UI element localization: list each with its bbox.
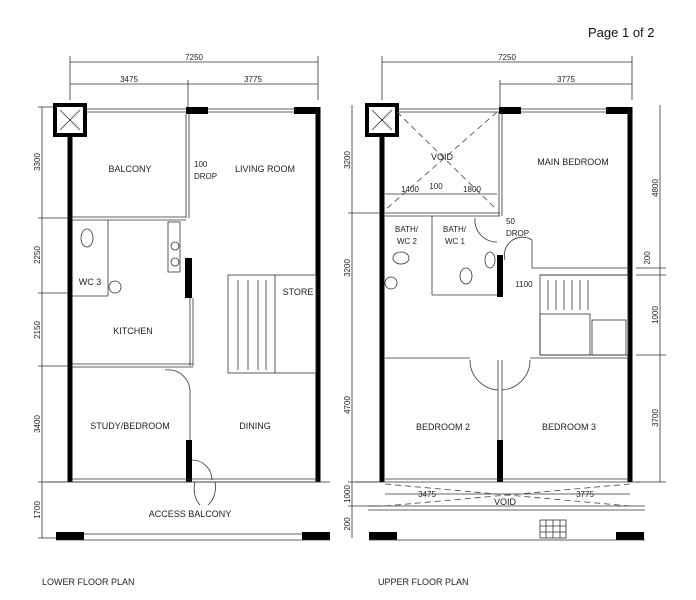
room-bath2-line1: BATH/ [395,225,419,234]
dim-left-3: 4700 [343,396,352,414]
lower-top-dimensions: 7250 3475 3775 [69,53,319,108]
void-dim-3: 1800 [463,185,481,194]
dim-left-2: 2250 [33,246,42,264]
staircase [539,274,629,356]
room-void-top: VOID [431,152,454,162]
lower-floor-plan: 7250 3475 3775 3300 2250 2150 3400 1700 [33,53,330,587]
drop-value: 100 [194,160,208,169]
dim-left: 3475 [120,75,138,84]
room-kitchen: KITCHEN [113,326,153,336]
room-bath1-line1: BATH/ [443,225,467,234]
upper-floor-plan: 7250 3775 3200 3200 4700 1000 200 4800 2… [343,53,666,587]
dim-bottom-right: 3775 [576,490,594,499]
room-main-bedroom: MAIN BEDROOM [537,157,609,167]
upper-top-dimensions: 7250 3775 [381,53,633,108]
room-bath1-line2: WC 1 [445,237,466,246]
room-living-room: LIVING ROOM [235,164,295,174]
dim-left-4: 3400 [33,415,42,433]
void-dim-2: 100 [429,182,443,191]
dim-right: 3775 [244,75,262,84]
drain-grating [539,519,567,539]
room-balcony: BALCONY [108,164,151,174]
upper-floor-caption: UPPER FLOOR PLAN [378,577,469,587]
drop-value: 50 [506,217,515,226]
dim-total: 7250 [185,53,203,62]
dim-left-5: 200 [343,517,352,531]
upper-right-dimensions: 4800 200 1000 3700 [636,105,666,483]
dim-right-1: 4800 [651,179,660,197]
lower-left-dimensions: 3300 2250 2150 3400 1700 [33,106,70,539]
room-bedroom-2: BEDROOM 2 [416,422,470,432]
room-access-balcony: ACCESS BALCONY [149,509,232,519]
upper-left-dimensions: 3200 3200 4700 1000 200 [343,105,382,538]
room-study-bedroom: STUDY/BEDROOM [90,421,170,431]
room-dining: DINING [239,421,271,431]
dim-right-2: 200 [643,251,652,265]
dim-left-4: 1000 [343,485,352,503]
drop-word: DROP [194,172,217,181]
dim-total: 7250 [498,53,516,62]
page-indicator: Page 1 of 2 [588,25,655,40]
dim-left-2: 3200 [343,259,352,277]
dim-left-3: 2150 [33,321,42,339]
dim-right-3: 1000 [651,306,660,324]
lower-floor-caption: LOWER FLOOR PLAN [42,577,135,587]
dim-bottom-left: 3475 [418,490,436,499]
room-bedroom-3: BEDROOM 3 [542,422,596,432]
stair-dim: 1100 [515,280,533,289]
dim-left-1: 3200 [343,151,352,169]
room-void-bottom: VOID [494,497,517,507]
dim-right: 3775 [557,75,575,84]
room-wc3: WC 3 [79,277,102,287]
staircase [227,274,317,374]
drop-word: DROP [506,229,529,238]
room-store: STORE [283,287,314,297]
dim-right-4: 3700 [651,409,660,427]
void-dim-1: 1400 [401,185,419,194]
dim-left-1: 3300 [33,153,42,171]
dim-left-5: 1700 [33,501,42,519]
room-bath2-line2: WC 2 [397,237,418,246]
